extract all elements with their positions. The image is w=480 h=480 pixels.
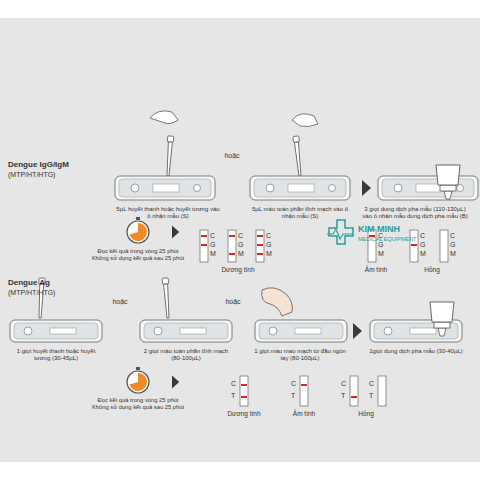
line-letter: G xyxy=(266,241,271,249)
result-line xyxy=(229,253,235,255)
result-line xyxy=(201,235,207,237)
line-letter: T xyxy=(341,392,345,400)
or-label: hoặc xyxy=(217,152,247,160)
line-letter: M xyxy=(210,250,216,258)
line-letter: C xyxy=(210,232,215,240)
step-text: 5µL máu toàn phần tĩnh mạch vào ô nhận m… xyxy=(248,206,352,220)
step-text: 2 giọt máu toàn phần tĩnh mạch (80-100µL… xyxy=(138,348,234,362)
result-label: Hỏng xyxy=(407,266,457,273)
line-letter: G xyxy=(450,241,455,249)
or-label: hoặc xyxy=(218,298,248,306)
line-letter: C xyxy=(420,232,425,240)
timer-note: Đọc kết quả trong vòng 25 phút Không sử … xyxy=(90,248,186,261)
test-strip xyxy=(228,230,236,262)
step-text: 1giọt dung dịch pha mẫu (30-40µL) xyxy=(368,348,464,355)
step-text: 3 giọt dung dịch pha mẫu (110-130µL) vào… xyxy=(360,206,470,220)
result-line xyxy=(201,244,207,246)
line-letter: C xyxy=(369,380,374,388)
line-letter: C xyxy=(291,380,296,388)
line-letter: C xyxy=(341,380,346,388)
line-letter: G xyxy=(210,241,215,249)
line-letter: C xyxy=(238,232,243,240)
line-letter: M xyxy=(266,250,272,258)
step-text: 1 giọt huyết thanh hoặc huyết tương (30-… xyxy=(8,348,104,362)
line-letter: C xyxy=(450,232,455,240)
result-label: Dương tính xyxy=(208,266,268,273)
result-label: Âm tính xyxy=(351,266,401,273)
line-letter: C xyxy=(266,232,271,240)
result-line xyxy=(411,244,417,246)
section-subtitle: (MTP/HT/HTG) xyxy=(8,289,118,297)
section-title: Dengue IgG/IgM xyxy=(8,160,118,169)
test-strip xyxy=(200,230,208,262)
test-strip xyxy=(300,376,308,406)
test-strip xyxy=(378,376,386,406)
line-letter: G xyxy=(378,241,383,249)
line-letter: G xyxy=(420,241,425,249)
line-letter: C xyxy=(231,380,236,388)
line-letter: T xyxy=(291,392,295,400)
result-label: Âm tính xyxy=(279,410,329,417)
watermark: KIM MINH xyxy=(358,224,438,234)
test-strip xyxy=(410,230,418,262)
result-line xyxy=(301,384,307,386)
test-strip xyxy=(350,376,358,406)
line-letter: M xyxy=(420,250,426,258)
line-letter: M xyxy=(238,250,244,258)
or-label: hoặc xyxy=(105,298,135,306)
result-label: Dương tính xyxy=(214,410,274,417)
line-letter: G xyxy=(238,241,243,249)
result-line xyxy=(257,235,263,237)
result-label: Hỏng xyxy=(341,410,391,417)
line-letter: T xyxy=(231,392,235,400)
result-line xyxy=(241,384,247,386)
result-line xyxy=(351,396,357,398)
line-letter: T xyxy=(369,392,373,400)
result-line xyxy=(241,396,247,398)
test-strip xyxy=(368,230,376,262)
step-text: 5µL huyết thanh hoặc huyết tương vào ô n… xyxy=(116,206,220,220)
line-letter: M xyxy=(378,250,384,258)
step-text: 1 giọt máu mao mạch từ đầu ngón tay (80-… xyxy=(252,348,348,362)
test-strip xyxy=(256,230,264,262)
result-line xyxy=(257,253,263,255)
result-line xyxy=(229,235,235,237)
timer-note: Đọc kết quả trong vòng 25 phút Không sử … xyxy=(90,397,186,410)
section-subtitle: (MTP/HT/HTG) xyxy=(8,171,118,179)
test-strip xyxy=(440,230,448,262)
watermark: MEDICAL EQUIPMENT xyxy=(358,236,458,242)
result-line xyxy=(257,244,263,246)
line-letter: M xyxy=(450,250,456,258)
test-strip xyxy=(240,376,248,406)
section-title: Dengue Ag xyxy=(8,278,118,287)
